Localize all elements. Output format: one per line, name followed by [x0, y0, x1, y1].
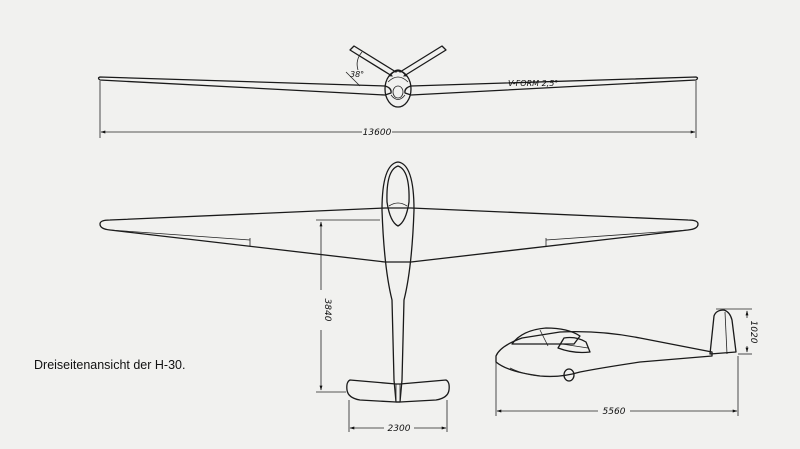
front-view: 38° V-FORM 2,5° 13600 [97, 45, 699, 138]
front-left-wing [97, 76, 392, 96]
side-wheel [563, 368, 575, 382]
top-canopy [386, 165, 410, 227]
side-view: 1020 5560 [495, 308, 758, 417]
front-canopy [389, 69, 407, 77]
front-vtail-left [349, 45, 397, 77]
span-dim: 13600 [363, 128, 392, 138]
tail-angle-label: 38° [350, 70, 364, 79]
angle-leader [345, 71, 361, 87]
top-tailplane [346, 379, 450, 403]
front-fuselage [384, 70, 412, 108]
tailspan-dim: 2300 [388, 424, 411, 434]
front-vtail-right [399, 45, 447, 77]
front-right-wing [404, 76, 699, 96]
side-height-dim: 1020 [748, 321, 758, 344]
angle-arc [356, 51, 363, 71]
top-length-dim: 3840 [322, 299, 332, 322]
top-view: 3840 2300 [99, 161, 699, 434]
side-fuselage [495, 330, 713, 378]
side-canopy [511, 327, 581, 345]
top-wing [99, 207, 699, 263]
dihedral-label: V-FORM 2,5° [508, 79, 558, 88]
side-wing-root [557, 336, 591, 354]
side-fin [709, 309, 737, 355]
side-length-dim: 5560 [603, 407, 626, 417]
figure-caption: Dreiseitenansicht der H-30. [34, 358, 186, 372]
